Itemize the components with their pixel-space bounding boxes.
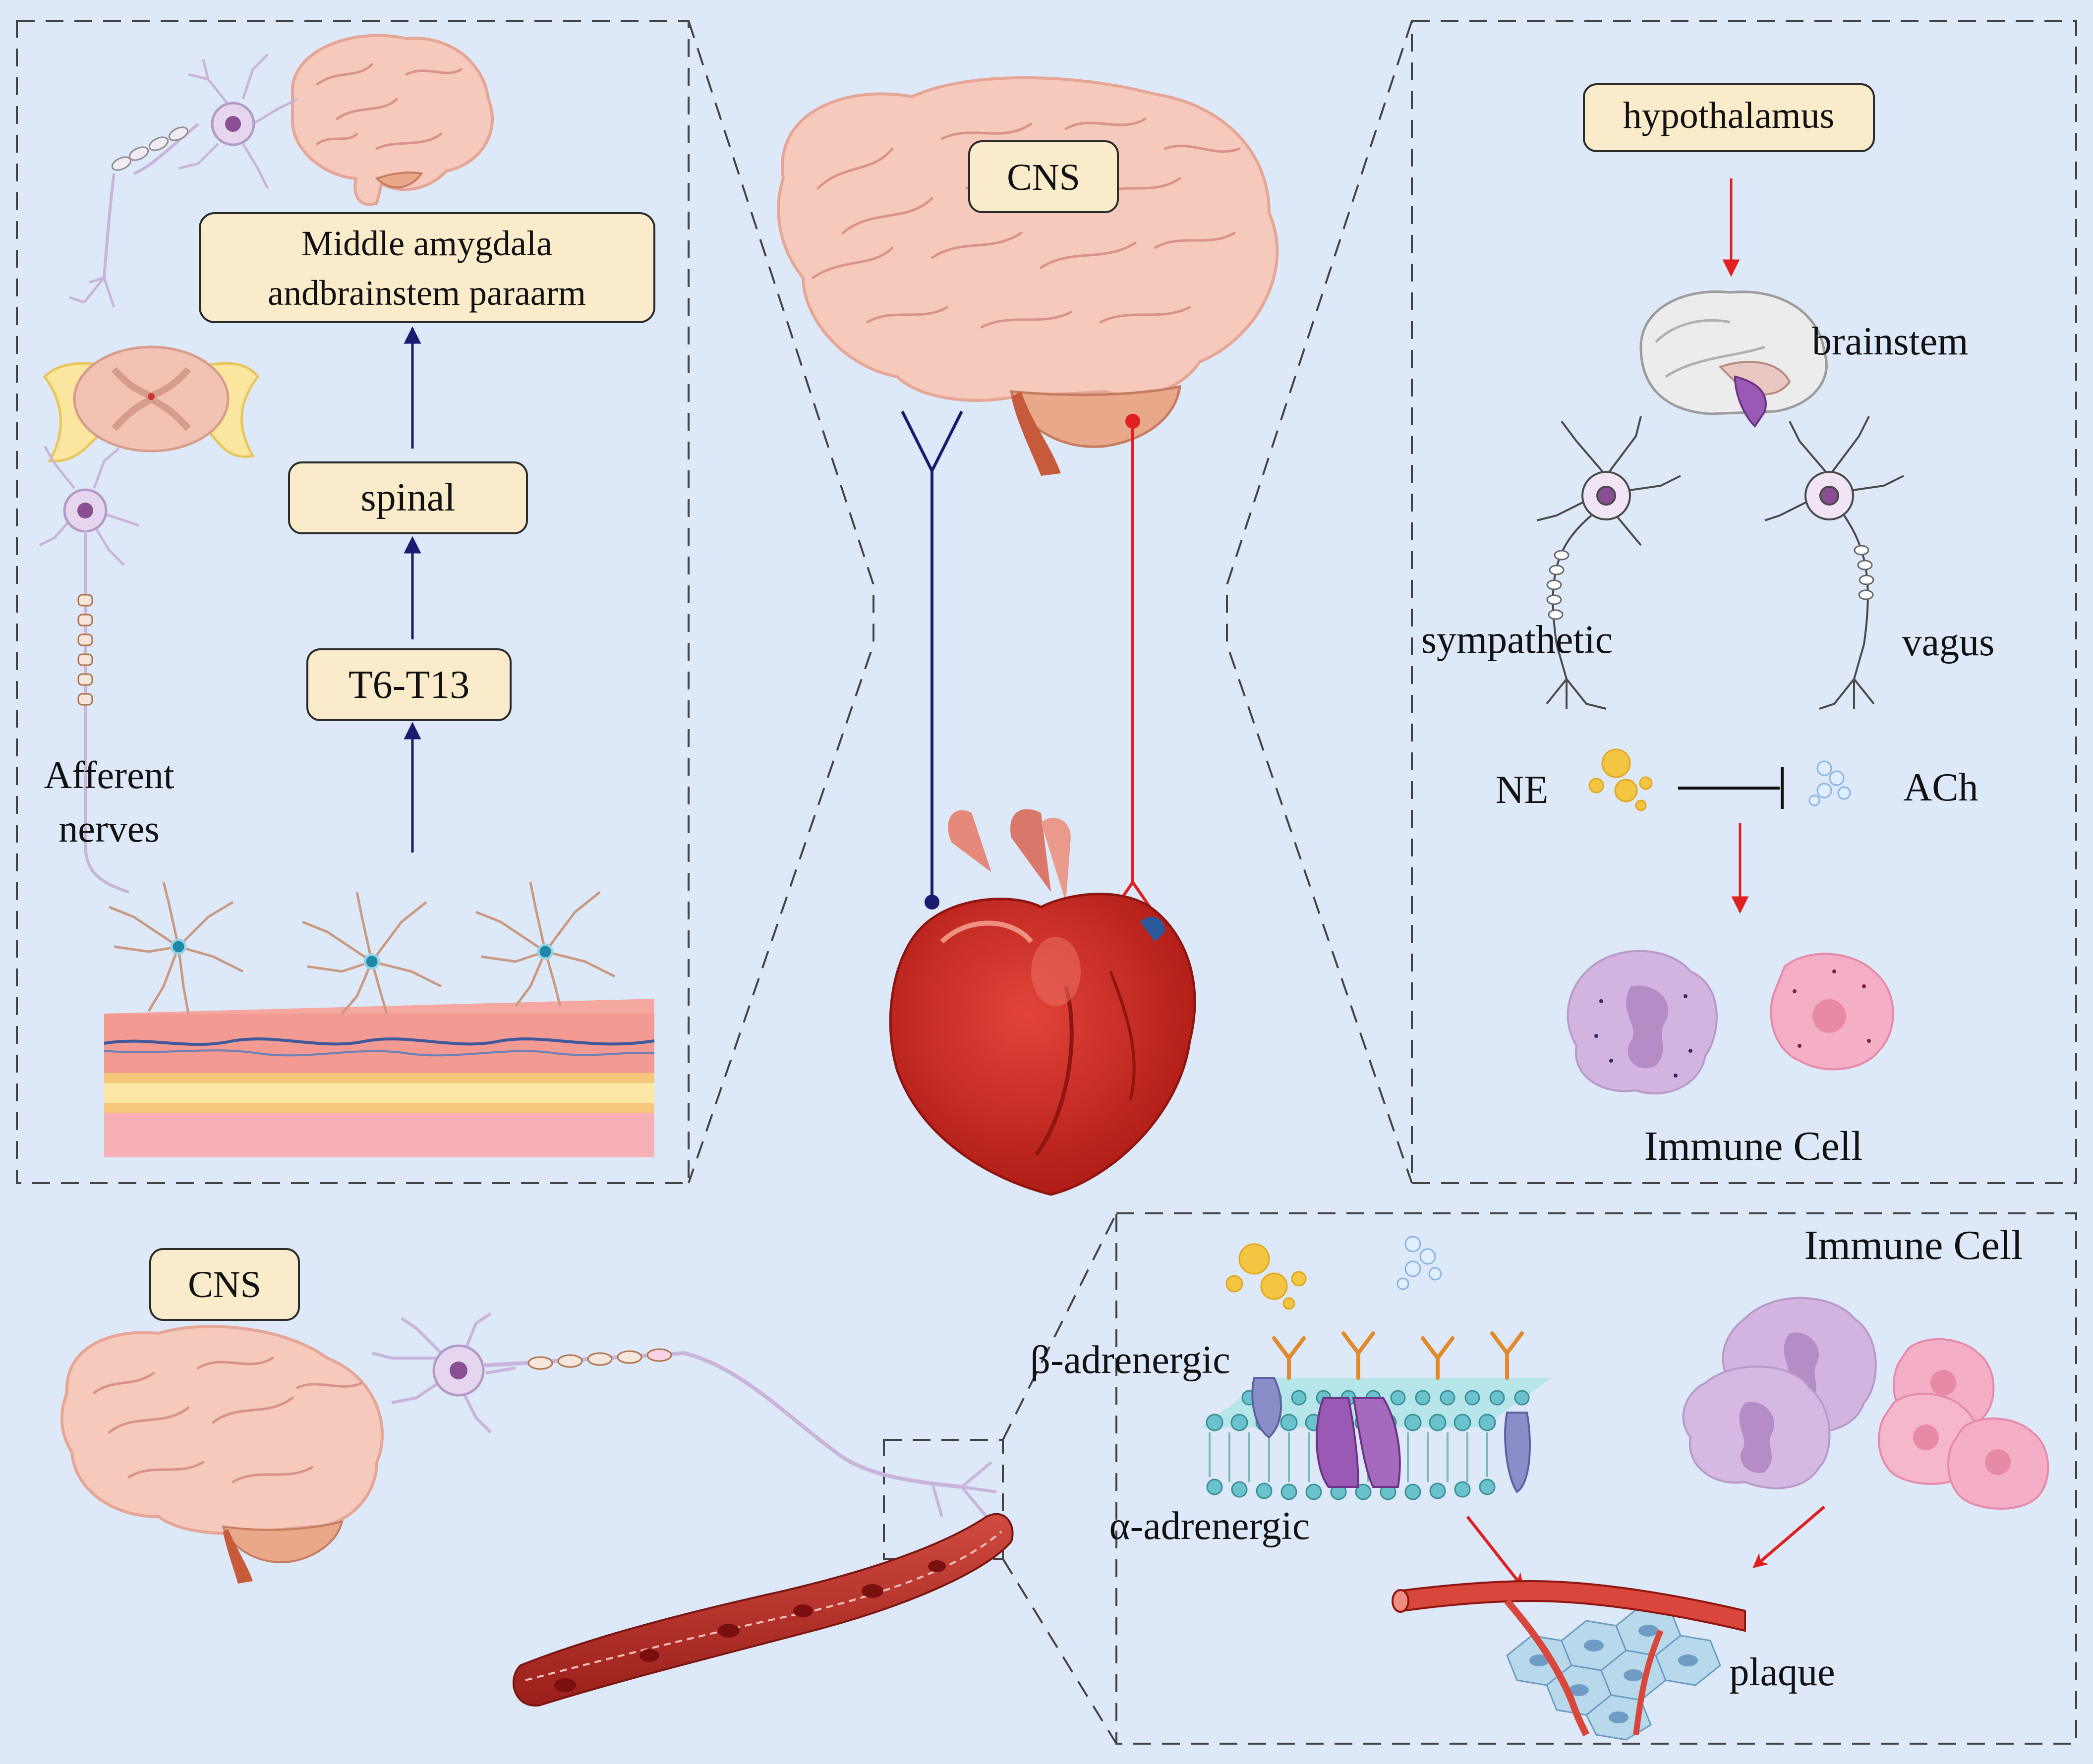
zoom-guide-top	[1002, 1213, 1117, 1440]
amygdala-label-line2: andbrainstem paraarm	[268, 273, 586, 313]
neurotransmitter-icon	[1225, 1243, 1307, 1310]
segment-label: T6-T13	[349, 663, 469, 707]
neuron-icon	[371, 1312, 997, 1518]
afferent-panel-frame	[16, 20, 690, 1184]
cell-membrane-icon	[1200, 1331, 1552, 1500]
immune-cell-icon	[1770, 953, 1894, 1071]
blood-vessel-icon	[512, 1513, 1014, 1707]
plaque-label: plaque	[1729, 1650, 1835, 1694]
arrow-cells-to-plaque	[1752, 1505, 1825, 1568]
cns-center-label-box	[968, 140, 1119, 213]
afferent-path-navy	[901, 410, 963, 910]
hypothalamus-label: hypothalamus	[1623, 95, 1834, 136]
zoom-guide-bottom	[1002, 1558, 1117, 1745]
ach-label: ACh	[1903, 766, 1978, 809]
neurotransmitter-icon	[1396, 1236, 1442, 1290]
receptor-neurons	[109, 882, 616, 1015]
immune-cell-icon	[1682, 1297, 1877, 1489]
efferent-panel-frame	[1411, 20, 2077, 1184]
hypothalamus-label-box	[1583, 83, 1875, 152]
brain-icon	[291, 34, 494, 206]
right-guide-lines	[1226, 20, 1413, 1184]
skin-layers-icon	[104, 999, 655, 1157]
beta-adrenergic-label: β-adrenergic	[1030, 1338, 1230, 1382]
ne-label: NE	[1496, 768, 1549, 812]
neuron-icon	[109, 882, 244, 1014]
sympathetic-label: sympathetic	[1421, 618, 1613, 662]
neuron-icon	[302, 892, 442, 1015]
neuron-icon	[39, 445, 139, 894]
immune-cell-label-right: Immune Cell	[1644, 1123, 1863, 1169]
neurotransmitter-icon	[1808, 760, 1851, 806]
brain-icon	[1639, 290, 1828, 428]
neuron-icon	[69, 54, 298, 308]
spinal-cord-icon	[43, 345, 260, 462]
vagus-label: vagus	[1902, 621, 1995, 664]
brain-icon	[777, 76, 1279, 476]
immune-cell-icon	[1878, 1338, 2049, 1510]
afferent-label-line1: Afferent	[44, 753, 174, 797]
neuron-icon	[475, 882, 616, 1007]
cns-bottom-label: CNS	[188, 1264, 261, 1306]
left-guide-lines	[688, 20, 874, 1184]
alpha-adrenergic-label: α-adrenergic	[1109, 1504, 1310, 1548]
immune-cell-label-bottom: Immune Cell	[1804, 1222, 2023, 1268]
cns-center-label: CNS	[1007, 157, 1080, 198]
heart-icon	[889, 809, 1196, 1196]
brainstem-label: brainstem	[1812, 320, 1968, 363]
neuron-icon	[1536, 416, 1681, 710]
spinal-label-box	[288, 461, 528, 534]
amygdala-label-line1: Middle amygdala	[301, 224, 552, 263]
immune-cell-icon	[1567, 950, 1718, 1095]
vascular-panel-frame	[1115, 1212, 2077, 1745]
spinal-label: spinal	[360, 476, 455, 519]
segment-label-box	[306, 648, 512, 721]
afferent-label-line2: nerves	[58, 807, 160, 850]
plaque-icon	[1392, 1580, 1746, 1741]
amygdala-label-box	[199, 212, 655, 323]
neuron-icon	[1764, 416, 1904, 710]
brain-icon	[60, 1325, 384, 1584]
cns-bottom-label-box	[149, 1248, 300, 1321]
neurotransmitter-icon	[1588, 748, 1653, 811]
arrow-membrane-to-plaque	[1466, 1516, 1524, 1589]
